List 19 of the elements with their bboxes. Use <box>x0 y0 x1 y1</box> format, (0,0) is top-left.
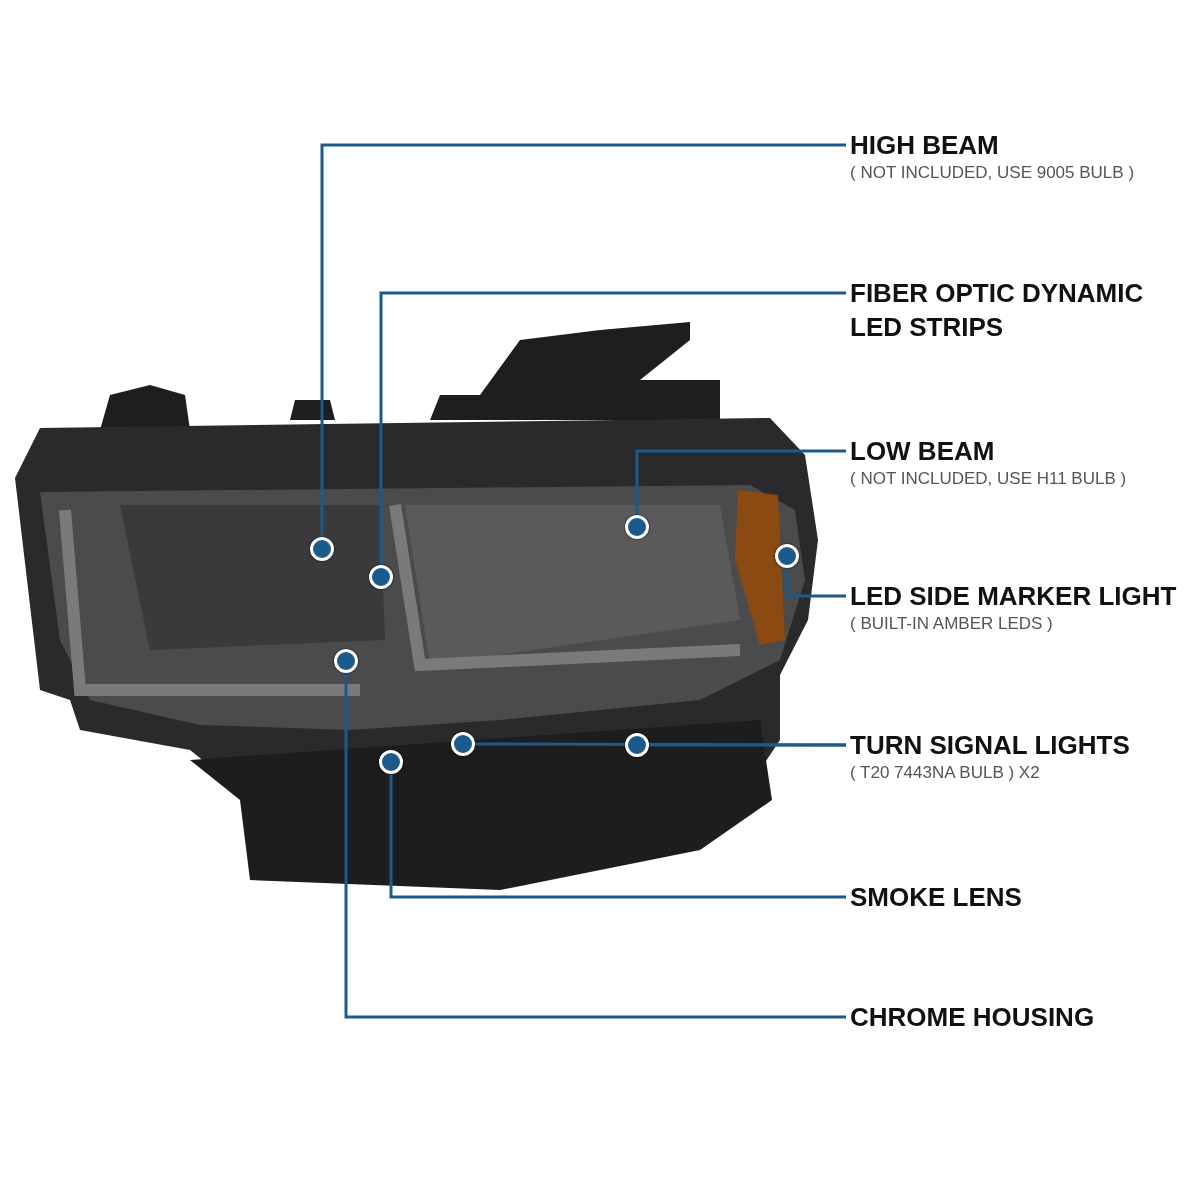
leader-line <box>785 568 846 598</box>
leader-line <box>475 742 846 747</box>
leader-line <box>649 743 846 747</box>
callout-note: ( BUILT-IN AMBER LEDS ) <box>850 613 1053 635</box>
callout-heading: CHROME HOUSING <box>850 1001 1095 1034</box>
leader-line <box>389 774 846 899</box>
callout-note: ( NOT INCLUDED, USE 9005 BULB ) <box>850 162 1135 184</box>
callout-heading: LED SIDE MARKER LIGHT <box>850 580 1177 613</box>
leader-line <box>379 291 846 565</box>
callout-heading: TURN SIGNAL LIGHTS <box>850 729 1130 762</box>
callout-heading: SMOKE LENS <box>850 881 1022 914</box>
leader-line <box>635 449 846 515</box>
callout-heading: FIBER OPTIC DYNAMIC LED STRIPS <box>850 277 1145 344</box>
callout-heading: HIGH BEAM <box>850 129 999 162</box>
leader-line <box>320 143 846 537</box>
callout-heading: LOW BEAM <box>850 435 995 468</box>
leader-line <box>344 673 846 1019</box>
callout-note: ( T20 7443NA BULB ) X2 <box>850 762 1040 784</box>
callout-note: ( NOT INCLUDED, USE H11 BULB ) <box>850 468 1127 490</box>
